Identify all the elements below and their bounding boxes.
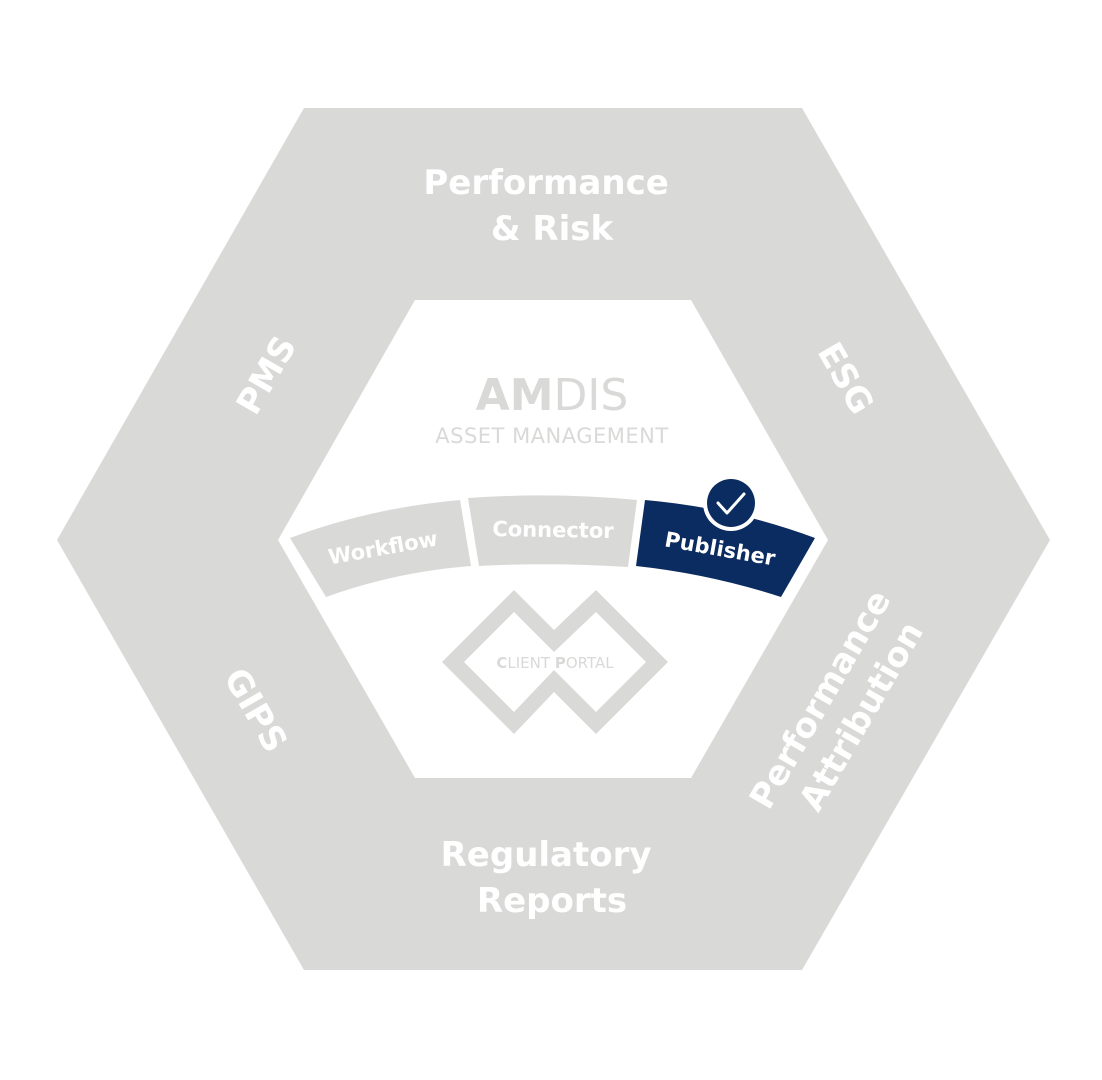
brand-name-light: DIS <box>554 370 629 421</box>
segment-bottom-line-2: Reports <box>477 881 627 921</box>
portal-text-lient: LIENT <box>507 654 554 672</box>
client-portal-wordmark: CLIENT PORTAL <box>496 654 614 672</box>
module-chip-connector-label: Connector <box>492 517 614 543</box>
brand-name-bold: AM <box>476 370 554 421</box>
segment-top-label: Performance & Risk <box>423 163 680 249</box>
brand-logo: AMDIS <box>476 370 629 421</box>
portal-text-ortal: ORTAL <box>566 654 614 672</box>
brand-subtitle: ASSET MANAGEMENT <box>435 424 668 448</box>
segment-top-line-1: Performance <box>423 163 668 203</box>
module-chip-publisher[interactable] <box>636 500 815 597</box>
module-chip-connector[interactable] <box>468 495 637 567</box>
client-portal-logo-icon <box>442 590 668 734</box>
portal-letter-c: C <box>496 654 507 672</box>
check-icon <box>703 475 759 531</box>
portal-letter-p: P <box>555 654 566 672</box>
module-chip-workflow[interactable] <box>290 500 471 597</box>
segment-bottom-line-1: Regulatory <box>441 835 652 875</box>
segment-top-line-2: & Risk <box>491 209 615 249</box>
segment-bottom-label: Regulatory Reports <box>441 835 664 921</box>
